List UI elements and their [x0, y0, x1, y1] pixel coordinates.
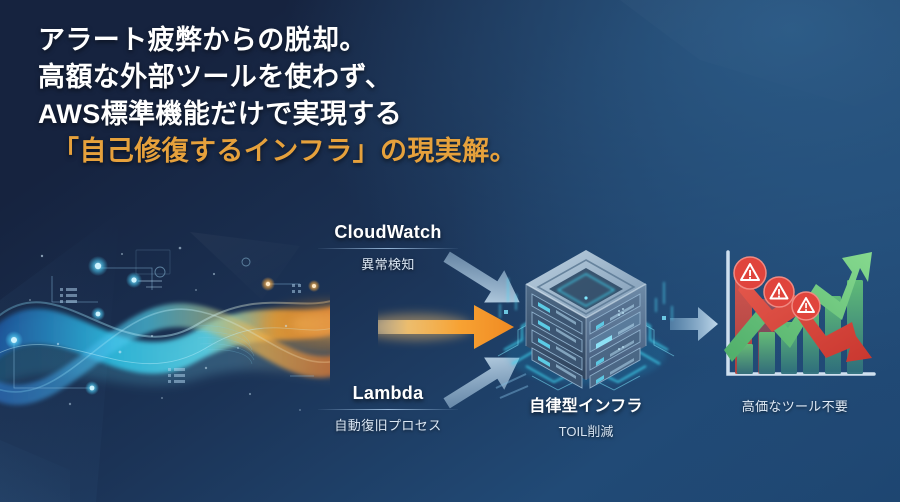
lambda-divider — [318, 409, 458, 410]
cloudwatch-title: CloudWatch — [334, 222, 442, 242]
headline-line-1: アラート疲弊からの脱却。 — [38, 25, 367, 55]
headline-line-4-accent: 「自己修復するインフラ」の現実解。 — [52, 136, 517, 166]
label-lambda: Lambda 自動復旧プロセス — [318, 383, 458, 434]
alert-badge-2 — [763, 276, 795, 308]
alert-badge-3 — [791, 291, 821, 321]
bar-chart-with-alerts-icon — [724, 250, 876, 376]
cloudwatch-subtitle: 異常検知 — [361, 257, 415, 272]
lambda-subtitle: 自動復旧プロセス — [334, 418, 442, 433]
arrow-server-to-chart-icon — [670, 307, 718, 341]
server-rack-isometric-icon — [497, 250, 675, 391]
headline-line-3: AWS標準機能だけで実現する — [38, 99, 403, 129]
label-no-expensive-tools: 高価なツール不要 — [741, 399, 849, 414]
arrow-cloudwatch-to-server-icon — [443, 251, 520, 303]
label-cloudwatch: CloudWatch 異常検知 — [318, 222, 458, 273]
center-title: 自律型インフラ — [529, 398, 643, 415]
label-autonomous-infra: 自律型インフラ TOIL削減 — [495, 392, 677, 440]
arrow-lambda-to-server-icon — [443, 357, 529, 409]
lambda-title: Lambda — [352, 383, 424, 403]
center-subtitle: TOIL削減 — [558, 424, 614, 439]
headline-line-2: 高額な外部ツールを使わず、 — [38, 62, 393, 92]
headline: アラート疲弊からの脱却。 高額な外部ツールを使わず、 AWS標準機能だけで実現す… — [38, 22, 858, 170]
alert-badge-1 — [733, 256, 767, 290]
data-flow-wave-illustration — [0, 246, 330, 411]
orange-flow-arrow-icon — [378, 305, 514, 349]
cloudwatch-divider — [318, 248, 458, 249]
